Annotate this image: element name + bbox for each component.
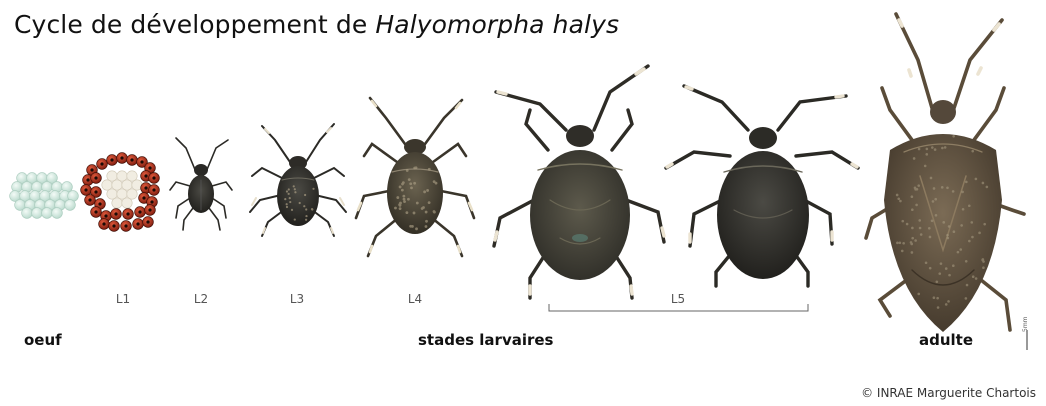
copyright-notice: © INRAE Marguerite Chartois xyxy=(861,386,1036,400)
l4-nymph xyxy=(356,98,474,256)
label-l3: L3 xyxy=(290,292,304,306)
label-l4: L4 xyxy=(408,292,422,306)
scale-label: 5mm xyxy=(1022,316,1029,332)
label-egg: oeuf xyxy=(24,331,62,349)
label-l1: L1 xyxy=(116,292,130,306)
label-larval-stages: stades larvaires xyxy=(418,331,553,349)
label-l2: L2 xyxy=(194,292,208,306)
l5-nymph-1 xyxy=(494,66,664,298)
l3-nymph xyxy=(250,124,346,236)
label-adult: adulte xyxy=(919,331,973,349)
l2-nymph xyxy=(170,138,232,230)
l1-nymph-cluster xyxy=(81,153,160,232)
l5-nymph-2 xyxy=(666,86,858,286)
label-l5: L5 xyxy=(671,292,685,306)
egg-cluster xyxy=(10,173,79,219)
adult-bug xyxy=(866,14,1024,332)
